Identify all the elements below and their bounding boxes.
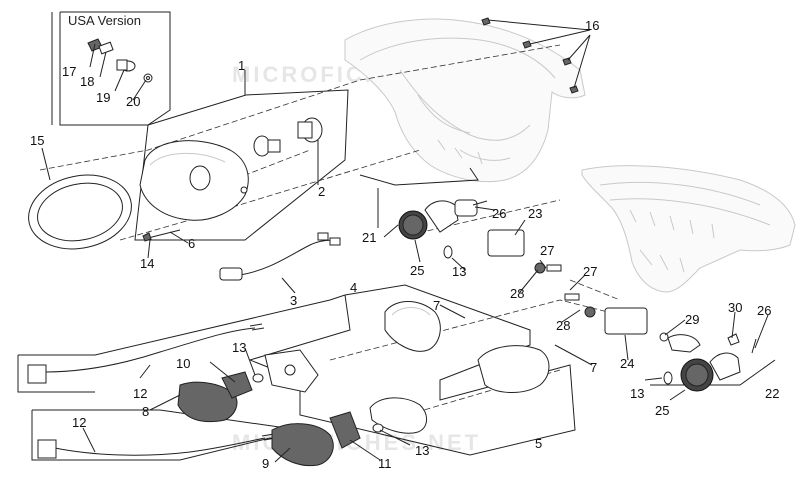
callout-7b: 7 — [590, 360, 597, 375]
rear-light-housing-lower — [369, 345, 550, 434]
leader-lines — [41, 19, 769, 463]
front-shield-ghost — [344, 18, 586, 183]
adjusting-screw — [142, 229, 181, 242]
callout-12b: 12 — [72, 415, 86, 430]
callout-30: 30 — [728, 300, 742, 315]
callout-24: 24 — [620, 356, 634, 371]
callout-25a: 25 — [410, 263, 424, 278]
callout-28b: 28 — [556, 318, 570, 333]
lens-upper — [177, 381, 238, 423]
callout-19: 19 — [96, 90, 110, 105]
callout-21: 21 — [362, 230, 376, 245]
rear-right-indicator — [604, 307, 776, 392]
callout-2: 2 — [318, 184, 325, 199]
headlight-group-frame — [134, 89, 349, 241]
rear-harness-upper — [27, 323, 265, 384]
rear-light-housing-upper — [384, 301, 441, 352]
headlight-reflector — [139, 140, 249, 221]
callout-28a: 28 — [510, 286, 524, 301]
rear-light-bulb-holder — [264, 349, 319, 393]
screws-16 — [481, 17, 579, 94]
callout-labels: 1 2 3 4 5 6 7 7 8 9 10 11 12 12 13 13 13… — [30, 18, 779, 471]
callout-26b: 26 — [757, 303, 771, 318]
callout-1: 1 — [238, 58, 245, 73]
callout-13a: 13 — [452, 264, 466, 279]
callout-29: 29 — [685, 312, 699, 327]
headlight-bulb — [253, 117, 323, 157]
callout-13b: 13 — [232, 340, 246, 355]
lens-lower — [271, 423, 334, 467]
headlight-harness — [219, 232, 341, 281]
callout-27a: 27 — [540, 243, 554, 258]
callout-15: 15 — [30, 133, 44, 148]
callout-27b: 27 — [583, 264, 597, 279]
bulb-socket-10 — [221, 371, 264, 399]
callout-14: 14 — [140, 256, 154, 271]
inset-title: USA Version — [68, 13, 141, 28]
callout-12a: 12 — [133, 386, 147, 401]
callout-9: 9 — [262, 456, 269, 471]
callout-3: 3 — [290, 293, 297, 308]
callout-4: 4 — [350, 280, 357, 295]
callout-20: 20 — [126, 94, 140, 109]
rear-shield-ghost — [581, 165, 796, 293]
callout-7a: 7 — [433, 298, 440, 313]
callout-16: 16 — [585, 18, 599, 33]
callout-13c: 13 — [415, 443, 429, 458]
usa-socket-parts — [87, 38, 153, 83]
usa-version-inset: USA Version — [51, 11, 171, 126]
screws-upper — [534, 262, 596, 318]
callout-8: 8 — [142, 404, 149, 419]
front-left-indicator — [359, 167, 525, 259]
rear-harness-lower — [37, 433, 277, 459]
callout-25b: 25 — [655, 403, 669, 418]
callout-13d: 13 — [630, 386, 644, 401]
callout-22: 22 — [765, 386, 779, 401]
callout-23: 23 — [528, 206, 542, 221]
callout-5: 5 — [535, 436, 542, 451]
headlight-rim — [28, 174, 132, 250]
callout-18: 18 — [80, 74, 94, 89]
callout-11: 11 — [378, 456, 392, 471]
callout-10: 10 — [176, 356, 190, 371]
callout-26a: 26 — [492, 206, 506, 221]
bulb-socket-11 — [329, 411, 384, 449]
rear-lamp-group-frame — [248, 284, 576, 456]
callout-17: 17 — [62, 64, 76, 79]
callout-6: 6 — [188, 236, 195, 251]
